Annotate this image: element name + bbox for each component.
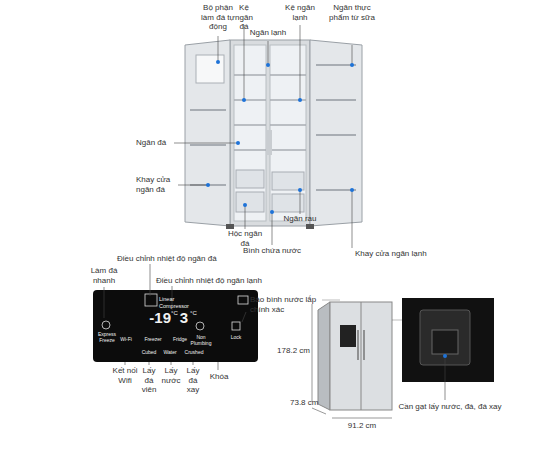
control-label: Điều chỉnh nhiệt độ ngăn đá xyxy=(117,254,267,264)
control-label: Lấy đá xay xyxy=(182,366,204,395)
panel-text: °C xyxy=(190,310,200,317)
part-label: Ngăn lạnh xyxy=(248,28,288,38)
panel-text: Linear Compressor xyxy=(159,296,199,309)
dimension: 91.2 cm xyxy=(340,421,384,431)
control-label: Lấy nước xyxy=(160,366,182,385)
part-label: Kệ ngăn lạnh xyxy=(284,3,316,22)
control-label: Điều chỉnh nhiệt độ ngăn lạnh xyxy=(156,276,316,286)
panel-text: Lock xyxy=(225,334,247,340)
panel-text: Crushed xyxy=(180,349,208,355)
part-label: Bộ phận làm đá tự động xyxy=(198,3,238,32)
panel-text: Wi-Fi xyxy=(116,336,136,342)
control-label: Kết nối Wifi xyxy=(109,366,141,385)
part-label: Kệ ngăn đá xyxy=(232,3,256,32)
panel-digits: 3 xyxy=(178,309,190,327)
panel-text: Cubed xyxy=(136,349,162,355)
panel-digits: -19 xyxy=(143,309,171,327)
part-label: Bình chứa nước xyxy=(238,246,306,256)
part-label: Ngăn đá xyxy=(136,138,174,148)
panel-text: Water xyxy=(158,349,182,355)
control-label: Báo bình nước lắp chính xác xyxy=(250,295,328,314)
part-label: Hộc ngăn đá xyxy=(226,229,264,248)
panel-text: Express Freeze xyxy=(93,331,121,343)
panel-text: Fridge xyxy=(168,336,192,342)
panel-text: °C xyxy=(171,310,181,317)
part-label: Ngăn thực phẩm từ sữa xyxy=(328,3,376,22)
panel-text: Freezer xyxy=(140,336,166,342)
control-label: Lấy đá viên xyxy=(138,366,160,395)
panel-text: Non Plumbing xyxy=(190,334,212,346)
control-label: Làm đá nhanh xyxy=(82,266,126,285)
dimension: 73.8 cm xyxy=(290,398,330,408)
part-label: Khay cửa ngăn lạnh xyxy=(355,249,450,259)
dimension: 178.2 cm xyxy=(266,346,310,356)
part-label: Cần gạt lấy nước, đá, đá xay xyxy=(395,402,505,412)
part-label: Ngăn rau xyxy=(280,214,320,224)
part-label: Khay cửa ngăn đá xyxy=(136,175,176,194)
control-label: Khóa xyxy=(204,372,234,382)
